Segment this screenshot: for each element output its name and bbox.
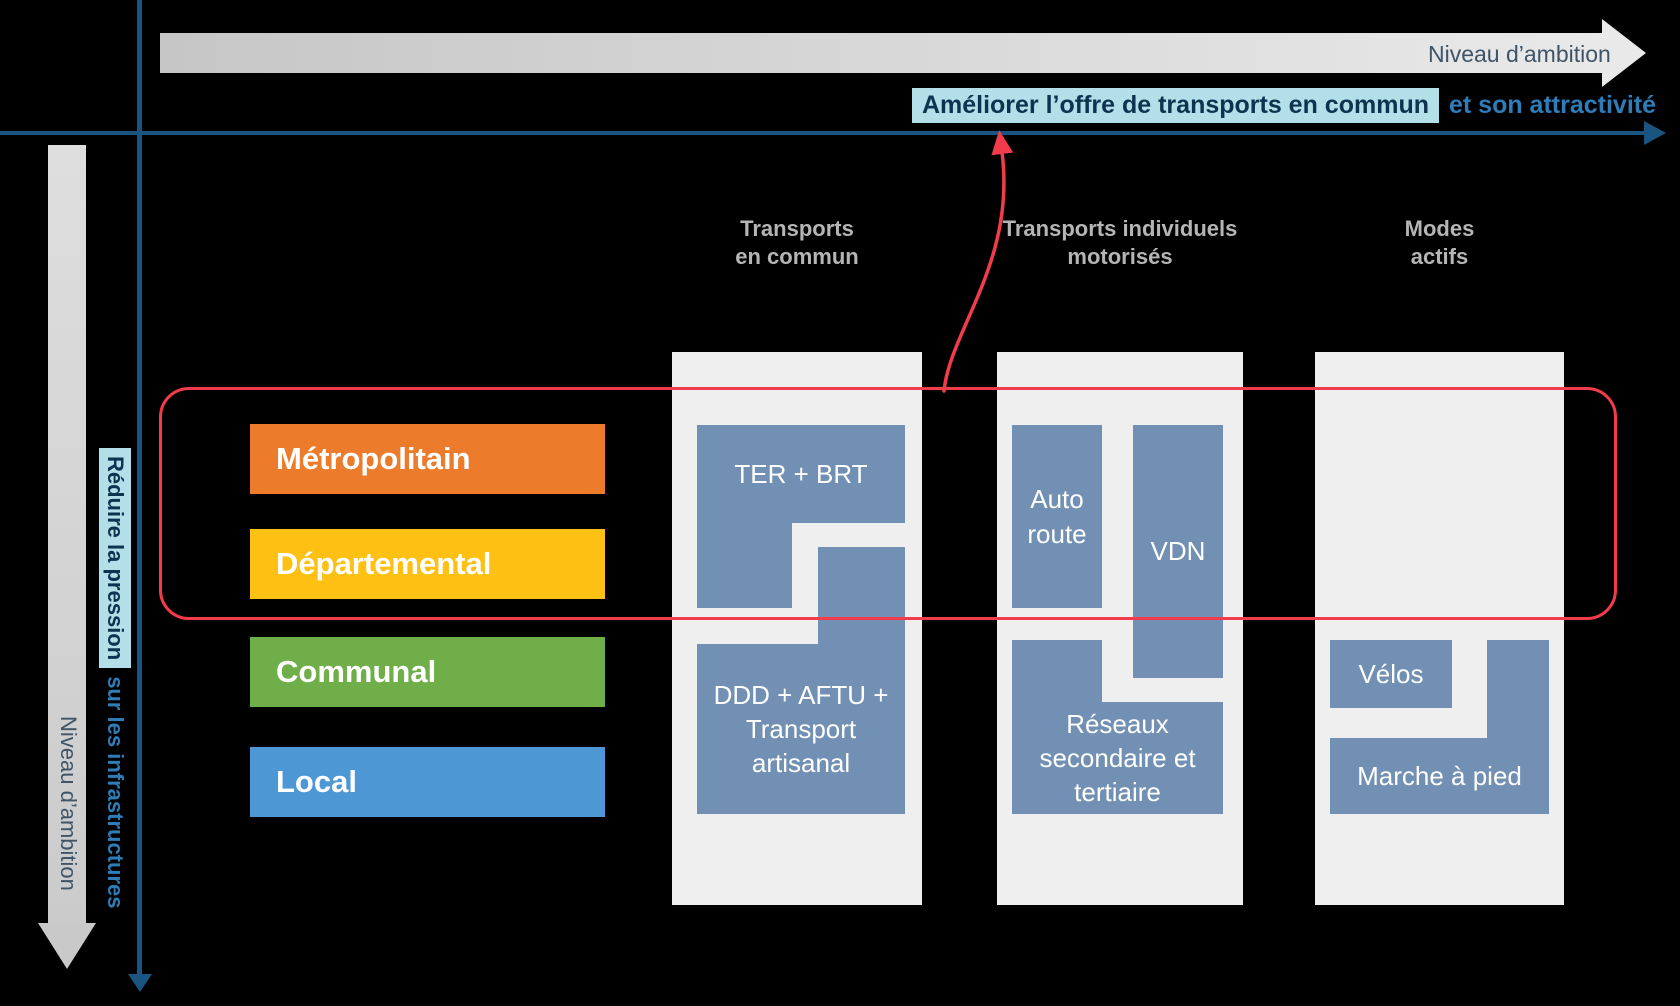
vertical-axis-line bbox=[137, 0, 142, 975]
arrowhead-right-blue-icon bbox=[1644, 121, 1666, 145]
block-ter-brt: TER + BRT bbox=[697, 425, 905, 523]
block-reseaux-label: Réseaux secondaire et tertiaire bbox=[1039, 708, 1196, 808]
header-line: Transports bbox=[740, 216, 854, 241]
arrowhead-down-gray-icon bbox=[38, 923, 96, 969]
block-velos-label: Vélos bbox=[1358, 658, 1424, 689]
horizontal-caption-highlight: Améliorer l’offre de transports en commu… bbox=[911, 88, 1439, 123]
horizontal-axis-caption: Améliorer l’offre de transports en commu… bbox=[911, 88, 1656, 123]
block-reseaux-extension bbox=[1012, 640, 1102, 703]
row-label-metropolitain: Métropolitain bbox=[250, 424, 605, 494]
header-line: en commun bbox=[735, 244, 859, 269]
arrowhead-down-blue-icon bbox=[128, 974, 152, 992]
block-velos: Vélos bbox=[1330, 640, 1452, 708]
header-line: motorisés bbox=[1067, 244, 1173, 269]
column-header-transports-individuels: Transports individuels motorisés bbox=[960, 215, 1280, 271]
block-reseaux: Réseaux secondaire et tertiaire bbox=[1012, 702, 1223, 814]
top-ambition-label: Niveau d’ambition bbox=[1428, 41, 1611, 67]
block-autoroute-label: Auto route bbox=[1027, 484, 1087, 549]
header-line: Transports individuels bbox=[1002, 216, 1238, 241]
header-line: actifs bbox=[1410, 244, 1469, 269]
block-ddd-aftu: DDD + AFTU + Transport artisanal bbox=[697, 644, 905, 814]
block-ddd-aftu-extension bbox=[818, 547, 905, 645]
column-header-transports-en-commun: Transports en commun bbox=[672, 215, 922, 271]
block-vdn: VDN bbox=[1133, 425, 1223, 678]
vertical-axis-caption: Réduire la pression sur les infrastructu… bbox=[99, 448, 131, 909]
left-ambition-label: Niveau d’ambition bbox=[56, 716, 81, 891]
block-marche: Marche à pied bbox=[1330, 738, 1549, 814]
block-vdn-label: VDN bbox=[1150, 536, 1206, 567]
row-label-local: Local bbox=[250, 747, 605, 817]
horizontal-caption-rest: et son attractivité bbox=[1448, 91, 1656, 119]
block-ter-brt-label: TER + BRT bbox=[734, 458, 868, 489]
block-ter-brt-extension bbox=[697, 522, 792, 608]
row-label-departemental: Départemental bbox=[250, 529, 605, 599]
block-autoroute: Auto route bbox=[1012, 425, 1102, 608]
block-ddd-aftu-label: DDD + AFTU + Transport artisanal bbox=[713, 679, 889, 779]
vertical-caption-highlight: Réduire la pression bbox=[99, 448, 131, 669]
row-label-communal: Communal bbox=[250, 637, 605, 707]
column-header-modes-actifs: Modes actifs bbox=[1315, 215, 1564, 271]
horizontal-axis-line bbox=[0, 131, 1646, 135]
top-ambition-arrow bbox=[160, 33, 1602, 73]
header-line: Modes bbox=[1404, 216, 1475, 241]
block-marche-label: Marche à pied bbox=[1357, 760, 1522, 791]
focus-arrow-path bbox=[942, 130, 1014, 393]
block-marche-extension bbox=[1487, 640, 1549, 739]
focus-highlight-rect bbox=[159, 387, 1617, 620]
arrowhead-right-gray-icon bbox=[1602, 19, 1646, 87]
vertical-caption-rest: sur les infrastructures bbox=[103, 676, 128, 909]
left-ambition-arrow bbox=[48, 145, 86, 923]
